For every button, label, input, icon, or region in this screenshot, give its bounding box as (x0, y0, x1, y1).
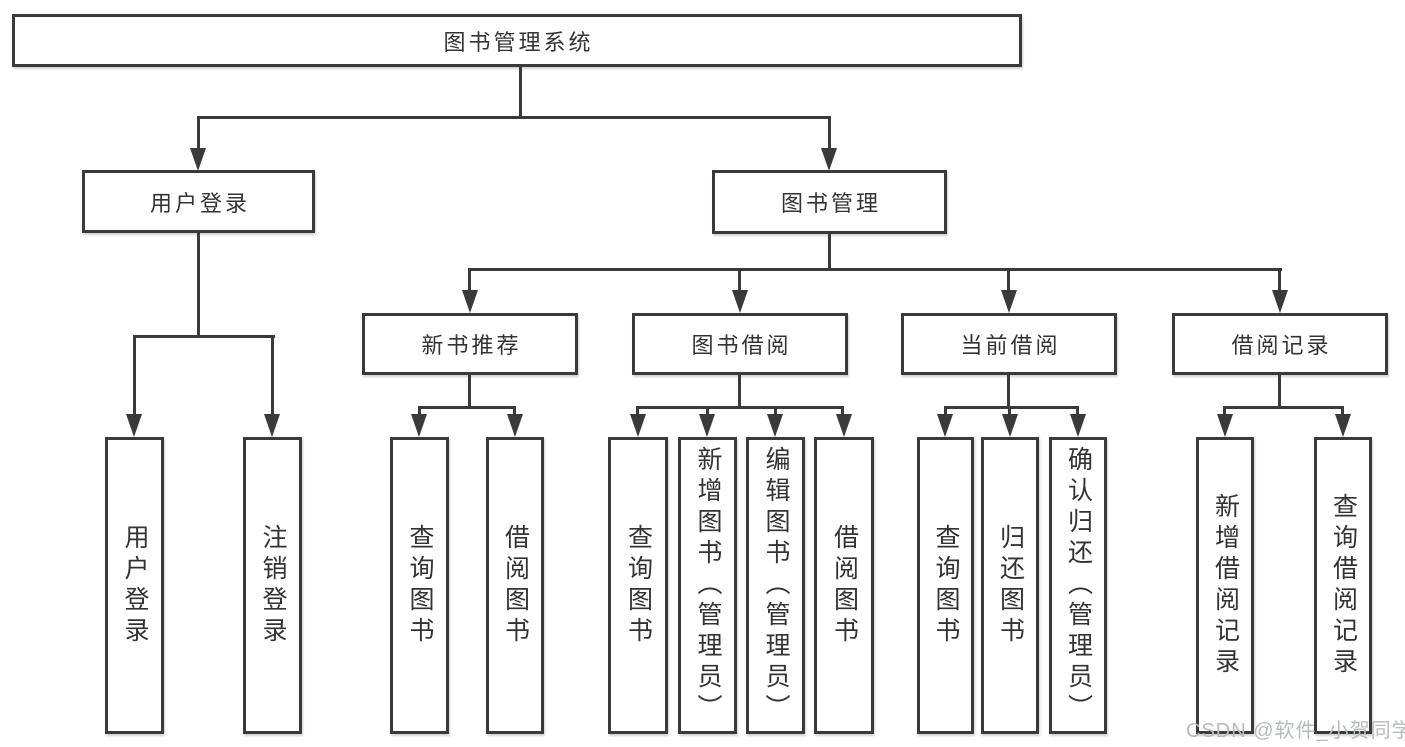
connector-line (738, 268, 741, 294)
arrow-down-icon (699, 414, 715, 437)
connector-line (636, 406, 844, 409)
leaf-nb-borrow-books: 借阅图书 (486, 437, 544, 734)
connector-line (468, 375, 471, 408)
connector-line (944, 406, 947, 418)
arrow-down-icon (507, 414, 523, 437)
arrow-down-icon (1335, 414, 1351, 437)
leaf-br-query-record: 查询借阅记录 (1314, 437, 1372, 734)
arrow-down-icon (821, 148, 837, 171)
connector-line (774, 406, 777, 418)
connector-line (197, 233, 200, 337)
arrow-down-icon (190, 148, 206, 171)
leaf-cb-confirm-return-admin: 确认归还（管理员） (1049, 437, 1107, 734)
leaf-bb-query-books: 查询图书 (608, 437, 668, 734)
leaf-label: 确认归还（管理员） (1064, 446, 1093, 725)
connector-line (418, 406, 421, 418)
connector-line (418, 406, 516, 409)
connector-line (1007, 268, 1010, 294)
connector-line (519, 66, 522, 118)
leaf-label: 查询图书 (932, 523, 960, 648)
leaf-label: 归还图书 (996, 523, 1025, 648)
connector-line (197, 116, 200, 150)
arrow-down-icon (1217, 414, 1233, 437)
leaf-br-add-record: 新增借阅记录 (1196, 437, 1254, 734)
node-label: 图书管理 (780, 191, 881, 216)
leaf-bb-add-books-admin: 新增图书（管理员） (678, 437, 737, 734)
arrow-down-icon (630, 414, 646, 437)
node-label: 借阅记录 (1231, 333, 1332, 358)
arrow-down-icon (1070, 414, 1086, 437)
connector-line (1223, 406, 1226, 418)
arrow-down-icon (1002, 414, 1018, 437)
node-label: 用户登录 (149, 190, 250, 216)
connector-line (1341, 406, 1344, 418)
connector-line (1007, 375, 1010, 408)
connector-line (738, 375, 741, 408)
leaf-label: 借阅图书 (830, 523, 859, 648)
connector-line (1076, 406, 1079, 418)
leaf-user-login: 用户登录 (105, 437, 164, 734)
connector-line (1278, 375, 1281, 408)
arrow-down-icon (411, 414, 427, 437)
leaf-label: 借阅图书 (501, 523, 530, 648)
leaf-label: 查询借阅记录 (1329, 492, 1358, 679)
connector-line (636, 406, 639, 418)
connector-line (706, 406, 709, 418)
leaf-label: 查询图书 (624, 523, 653, 648)
connector-line (133, 335, 136, 417)
arrow-down-icon (126, 414, 142, 437)
arrow-down-icon (732, 290, 748, 313)
connector-line (133, 335, 275, 338)
leaf-bb-borrow-books: 借阅图书 (814, 437, 874, 734)
node-label: 当前借阅 (960, 333, 1061, 358)
connector-line (1223, 406, 1344, 409)
leaf-label: 注销登录 (259, 523, 287, 648)
arrow-down-icon (462, 290, 478, 313)
leaf-nb-query-books: 查询图书 (390, 437, 449, 734)
connector-line (1278, 268, 1281, 294)
node-current-borrow: 当前借阅 (901, 313, 1117, 375)
leaf-label: 编辑图书（管理员） (762, 446, 790, 725)
arrow-down-icon (767, 414, 783, 437)
connector-line (271, 335, 274, 417)
node-book-management: 图书管理 (712, 170, 947, 234)
leaf-label: 用户登录 (121, 523, 149, 648)
connector-line (1008, 406, 1011, 418)
connector-line (468, 268, 471, 294)
leaf-label: 新增图书（管理员） (694, 446, 722, 725)
connector-line (197, 116, 831, 119)
arrow-down-icon (836, 414, 852, 437)
csdn-watermark: CSDN @软件_小贺同学 (1186, 720, 1405, 742)
leaf-cb-query-books: 查询图书 (917, 437, 974, 734)
node-borrow-records: 借阅记录 (1172, 313, 1388, 375)
node-label: 图书借阅 (691, 333, 792, 358)
connector-line (468, 268, 1282, 271)
arrow-down-icon (1272, 290, 1288, 313)
leaf-label: 查询图书 (406, 523, 434, 648)
leaf-logout: 注销登录 (243, 437, 302, 734)
connector-line (828, 234, 831, 271)
arrow-down-icon (937, 414, 953, 437)
leaf-bb-edit-books-admin: 编辑图书（管理员） (746, 437, 805, 734)
node-library-management-system: 图书管理系统 (12, 14, 1022, 67)
leaf-label: 新增借阅记录 (1211, 492, 1240, 679)
node-user-login: 用户登录 (82, 170, 315, 233)
connector-line (513, 406, 516, 418)
connector-line (828, 116, 831, 150)
node-label: 图书管理系统 (443, 29, 594, 55)
connector-line (944, 406, 1079, 409)
connector-line (841, 406, 844, 418)
node-book-borrow: 图书借阅 (632, 313, 848, 375)
arrow-down-icon (264, 414, 280, 437)
arrow-down-icon (1001, 290, 1017, 313)
node-new-book-recommend: 新书推荐 (362, 313, 578, 375)
leaf-cb-return-books: 归还图书 (981, 437, 1039, 734)
node-label: 新书推荐 (421, 333, 522, 358)
